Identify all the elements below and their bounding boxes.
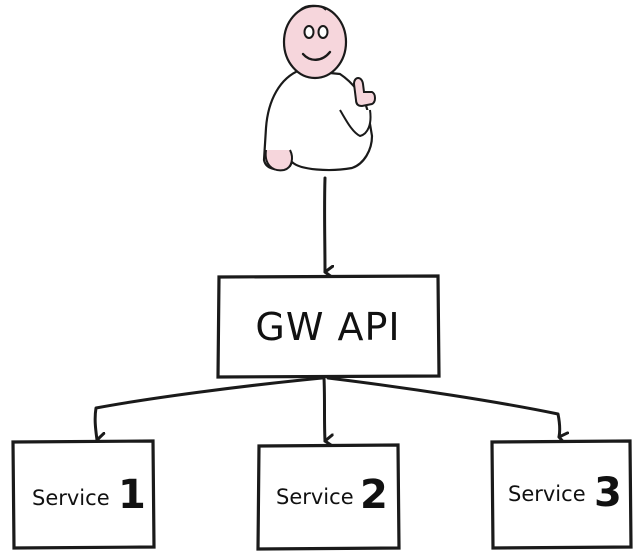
arrow-gateway-to-service-2: [322, 376, 325, 441]
user-smile: [301, 50, 332, 61]
service-3-box: [490, 439, 633, 550]
service-2-node: Service 2: [256, 443, 401, 551]
user-hair: [299, 4, 327, 11]
service-3-node: Service 3: [490, 439, 633, 550]
service-3-word: Service: [508, 482, 586, 506]
service-2-word: Service: [276, 485, 354, 509]
user-body: [262, 68, 374, 172]
user-right-eye: [317, 25, 329, 39]
service-1-box: [11, 439, 156, 550]
arrow-gateway-to-service-1: [93, 376, 324, 440]
service-1-node: Service 1: [11, 439, 156, 550]
user-right-arm: [339, 109, 372, 138]
thumbs-up-icon: [352, 77, 376, 108]
user-left-hand: [264, 149, 293, 172]
service-1-number: 1: [118, 472, 146, 518]
service-2-number: 2: [360, 472, 388, 518]
service-1-word: Service: [32, 486, 110, 510]
arrow-gateway-to-service-3: [326, 376, 560, 437]
service-2-box: [256, 443, 401, 551]
gateway-label: GW API: [255, 305, 400, 349]
gateway-node: GW API: [216, 274, 441, 379]
service-3-number: 3: [594, 470, 622, 516]
user-left-eye: [303, 25, 315, 39]
gateway-box: [216, 274, 441, 379]
user-head: [282, 4, 348, 80]
user-figure-icon: [262, 4, 376, 172]
